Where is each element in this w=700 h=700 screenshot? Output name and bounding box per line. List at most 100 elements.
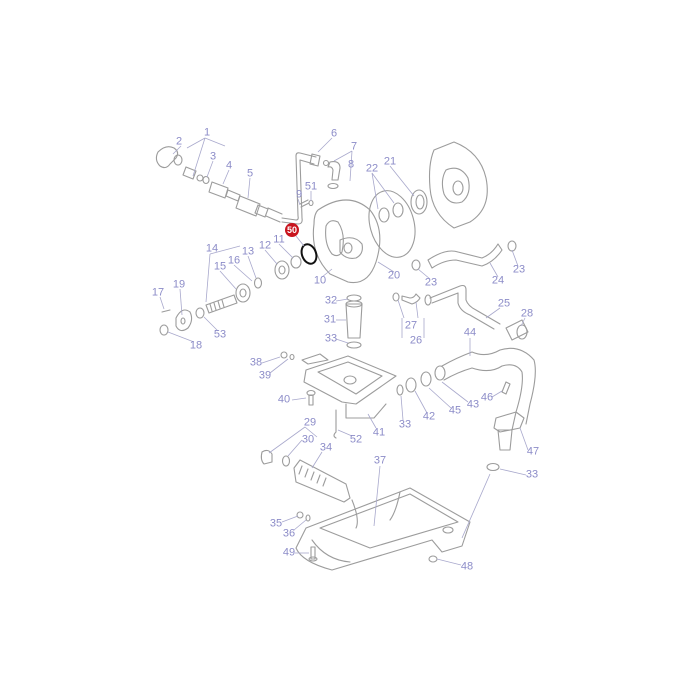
pump-body-part-10 <box>312 199 381 284</box>
part-label-49[interactable]: 49 <box>282 546 296 559</box>
part-label-24[interactable]: 24 <box>491 274 505 287</box>
part-label-16[interactable]: 16 <box>227 254 241 267</box>
elbow-fitting-part-2 <box>155 146 183 169</box>
bearing-part-12 <box>274 260 290 280</box>
part-label-37[interactable]: 37 <box>373 454 387 467</box>
part-label-33c[interactable]: 33 <box>525 468 539 481</box>
washer-part-13 <box>253 277 263 289</box>
part-label-43[interactable]: 43 <box>466 398 480 411</box>
part-label-29[interactable]: 29 <box>303 416 317 429</box>
part-label-32[interactable]: 32 <box>324 294 338 307</box>
part-label-42[interactable]: 42 <box>422 410 436 423</box>
part-label-31[interactable]: 31 <box>323 313 337 326</box>
o-ring-part-33b <box>396 384 404 396</box>
part-label-5[interactable]: 5 <box>246 167 254 180</box>
sleeve-part-43 <box>420 371 432 387</box>
pipe <box>281 152 317 221</box>
part-label-34[interactable]: 34 <box>319 441 333 454</box>
part-label-9[interactable]: 9 <box>295 188 303 201</box>
washer-part-36 <box>305 514 311 522</box>
part-label-30[interactable]: 30 <box>301 433 315 446</box>
o-ring-part-22a <box>378 207 390 223</box>
elbow-part-7 <box>322 159 341 190</box>
part-label-36[interactable]: 36 <box>282 527 296 540</box>
part-label-51[interactable]: 51 <box>304 180 318 193</box>
gasket-part-20 <box>368 190 416 258</box>
part-label-1[interactable]: 1 <box>203 126 211 139</box>
adapter-part-1 <box>182 166 210 185</box>
part-label-48[interactable]: 48 <box>460 560 474 573</box>
cover-plate <box>428 141 488 229</box>
o-ring-part-23b <box>507 240 517 252</box>
part-label-23b[interactable]: 23 <box>512 263 526 276</box>
part-label-35[interactable]: 35 <box>269 517 283 530</box>
part-label-19[interactable]: 19 <box>172 278 186 291</box>
part-label-18[interactable]: 18 <box>189 339 203 352</box>
part-label-45[interactable]: 45 <box>448 404 462 417</box>
washer-part-39 <box>289 353 295 361</box>
part-label-33a[interactable]: 33 <box>324 332 338 345</box>
part-label-20[interactable]: 20 <box>387 269 401 282</box>
o-ring-part-33c <box>486 462 500 472</box>
sleeve-part-42 <box>405 377 417 393</box>
plug-part-35 <box>296 511 304 519</box>
pipe-part-25 <box>429 284 501 325</box>
part-label-47[interactable]: 47 <box>526 445 540 458</box>
part-label-44[interactable]: 44 <box>463 326 477 339</box>
part-label-4[interactable]: 4 <box>225 159 233 172</box>
pin-part-52 <box>333 409 337 439</box>
part-label-22[interactable]: 22 <box>365 162 379 175</box>
part-label-25[interactable]: 25 <box>497 297 511 310</box>
part-label-52[interactable]: 52 <box>349 433 363 446</box>
nut-part-6 <box>309 153 321 167</box>
screw-part-38 <box>280 351 288 359</box>
o-ring-part-23a <box>411 259 421 271</box>
part-label-15[interactable]: 15 <box>213 260 227 273</box>
part-label-41[interactable]: 41 <box>372 426 386 439</box>
part-label-39[interactable]: 39 <box>258 369 272 382</box>
part-label-23a[interactable]: 23 <box>424 276 438 289</box>
plug-part-48 <box>428 555 438 563</box>
hose-part-24 <box>427 243 503 269</box>
part-label-46[interactable]: 46 <box>480 391 494 404</box>
screw-part-17 <box>161 309 171 313</box>
part-label-38[interactable]: 38 <box>249 356 263 369</box>
part-label-6[interactable]: 6 <box>330 127 338 140</box>
part-label-12[interactable]: 12 <box>258 239 272 252</box>
flange-part-47 <box>493 411 525 433</box>
union-part-4 <box>208 181 241 202</box>
strainer-part-34 <box>293 459 351 503</box>
highlighted-part-label-50[interactable]: 50 <box>285 223 299 237</box>
part-label-14[interactable]: 14 <box>205 242 219 255</box>
part-label-3[interactable]: 3 <box>209 150 217 163</box>
part-label-26[interactable]: 26 <box>409 334 423 347</box>
shaft-part-14 <box>205 294 238 314</box>
connector-part-28 <box>505 319 529 341</box>
o-ring-part-50[interactable] <box>299 242 319 266</box>
part-label-27[interactable]: 27 <box>404 319 418 332</box>
part-label-8[interactable]: 8 <box>347 158 355 171</box>
o-ring-part-30 <box>281 455 291 467</box>
part-label-53[interactable]: 53 <box>213 328 227 341</box>
part-label-21[interactable]: 21 <box>383 155 397 168</box>
part-label-13[interactable]: 13 <box>241 245 255 258</box>
bolt-part-46 <box>501 381 511 395</box>
leader-lines <box>159 137 529 566</box>
part-label-7[interactable]: 7 <box>350 140 358 153</box>
bearing-part-15 <box>235 283 251 303</box>
part-label-40[interactable]: 40 <box>277 393 291 406</box>
part-label-33b[interactable]: 33 <box>398 418 412 431</box>
seal-part-21 <box>410 189 428 215</box>
pipe-part-44 <box>441 347 536 425</box>
elbow-part-26 <box>401 293 421 305</box>
part-label-17[interactable]: 17 <box>151 286 165 299</box>
o-ring-part-32 <box>346 294 362 302</box>
sump-part-37 <box>295 487 471 571</box>
part-label-28[interactable]: 28 <box>520 307 534 320</box>
part-label-11[interactable]: 11 <box>273 233 285 246</box>
part-label-2[interactable]: 2 <box>175 135 183 148</box>
o-ring-part-27 <box>392 292 400 302</box>
pump-base-part-41 <box>301 353 397 419</box>
o-ring-part-22b <box>392 202 404 218</box>
part-label-10[interactable]: 10 <box>313 274 327 287</box>
